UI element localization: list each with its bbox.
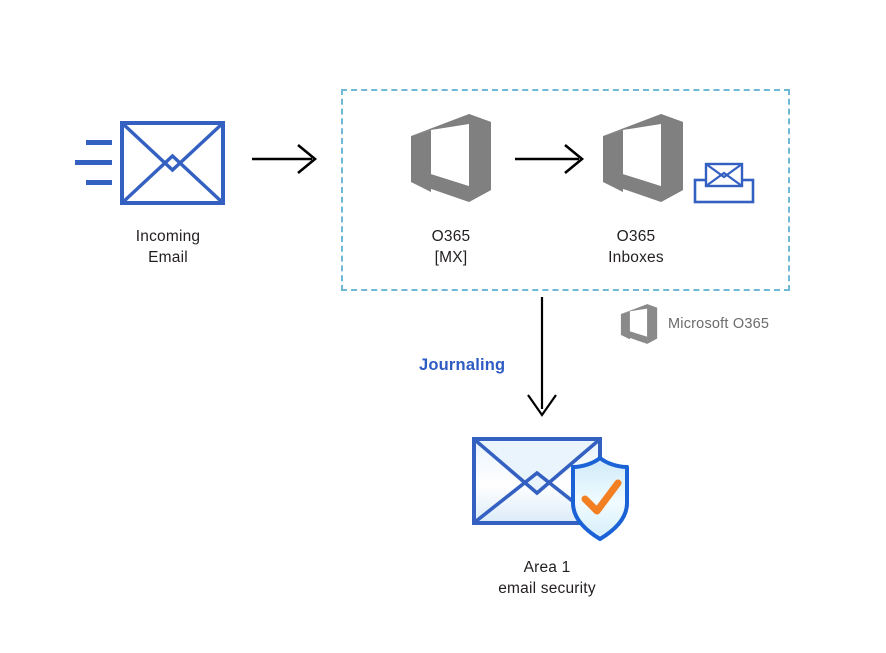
office-365-cube-icon [411, 114, 491, 202]
office-365-cube-icon [603, 114, 683, 202]
arrow-right-icon [515, 143, 585, 175]
arrow-incoming-to-mx [252, 143, 320, 175]
arrow-right-icon [252, 143, 318, 175]
incoming-email-label: Incoming Email [135, 228, 201, 266]
envelope-with-motion-lines-icon [75, 121, 225, 205]
o365-inboxes-node [601, 112, 685, 204]
o365-inboxes-label: O365 Inboxes [608, 228, 664, 266]
office-365-cube-icon [620, 304, 658, 344]
area1-email-security-label: Area 1 email security [498, 559, 596, 597]
envelope-with-shield-check-icon [472, 437, 629, 541]
incoming-email-node [70, 118, 230, 210]
inbox-tray-envelope-wrapper [693, 161, 755, 205]
arrow-down-icon [527, 297, 557, 417]
o365-boundary-zone [341, 89, 790, 291]
o365-mx-node [409, 112, 493, 204]
legend-office-icon-wrapper [620, 303, 658, 345]
inbox-tray-envelope-icon [693, 162, 755, 204]
o365-mx-label: O365 [MX] [431, 228, 471, 266]
area1-email-security-node [470, 433, 632, 545]
arrow-inboxes-to-area1 [524, 297, 560, 419]
legend-label: Microsoft O365 [668, 316, 770, 332]
journaling-edge-label: Journaling [419, 356, 506, 374]
arrow-mx-to-inboxes [515, 143, 587, 175]
